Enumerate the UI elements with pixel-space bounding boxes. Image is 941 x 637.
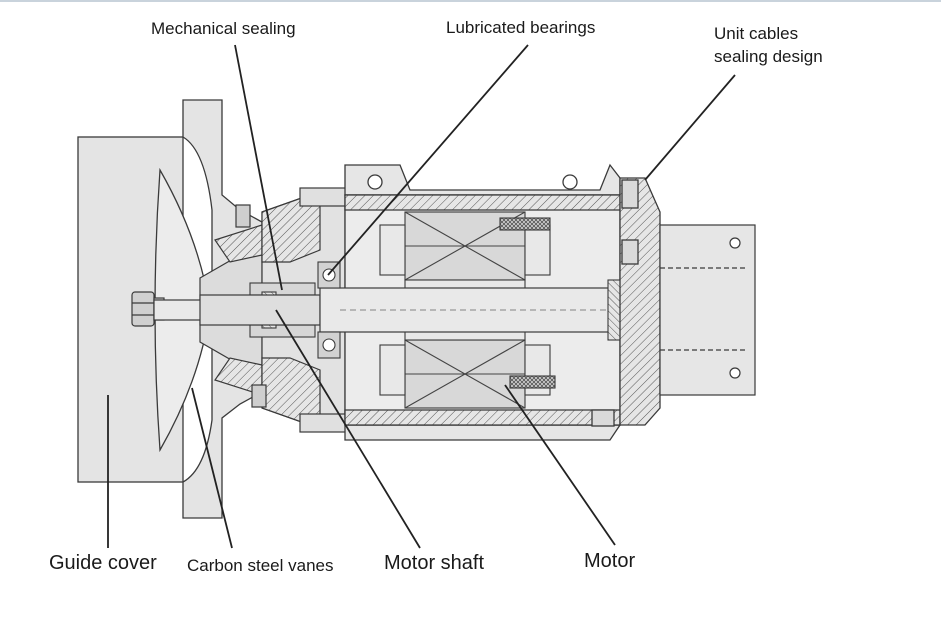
leader-lubricated-bearings: [327, 44, 529, 276]
leader-unit-cables: [644, 74, 736, 181]
leader-lines: [107, 44, 736, 549]
leader-motor: [504, 384, 616, 546]
rear-end-cap: [591, 177, 661, 427]
label-motor: Motor: [584, 550, 636, 572]
label-unit-cables-line2: sealing design: [714, 47, 823, 66]
label-lubricated-bearings: Lubricated bearings: [446, 18, 596, 37]
leader-mechanical-sealing: [234, 44, 283, 291]
label-unit-cables-line1: Unit cables: [714, 24, 799, 43]
label-guide-cover: Guide cover: [49, 552, 157, 574]
unit-cables-sealing-part: [659, 224, 756, 396]
motor-shaft-part: [153, 287, 621, 333]
label-carbon-steel-vanes: Carbon steel vanes: [187, 556, 334, 575]
label-mechanical-sealing: Mechanical sealing: [151, 19, 296, 38]
seal-housing: [235, 187, 361, 433]
label-motor-shaft: Motor shaft: [384, 552, 485, 574]
leader-motor-shaft: [275, 309, 421, 549]
top-border: [0, 0, 941, 2]
leader-carbon-steel-vanes: [191, 387, 233, 549]
